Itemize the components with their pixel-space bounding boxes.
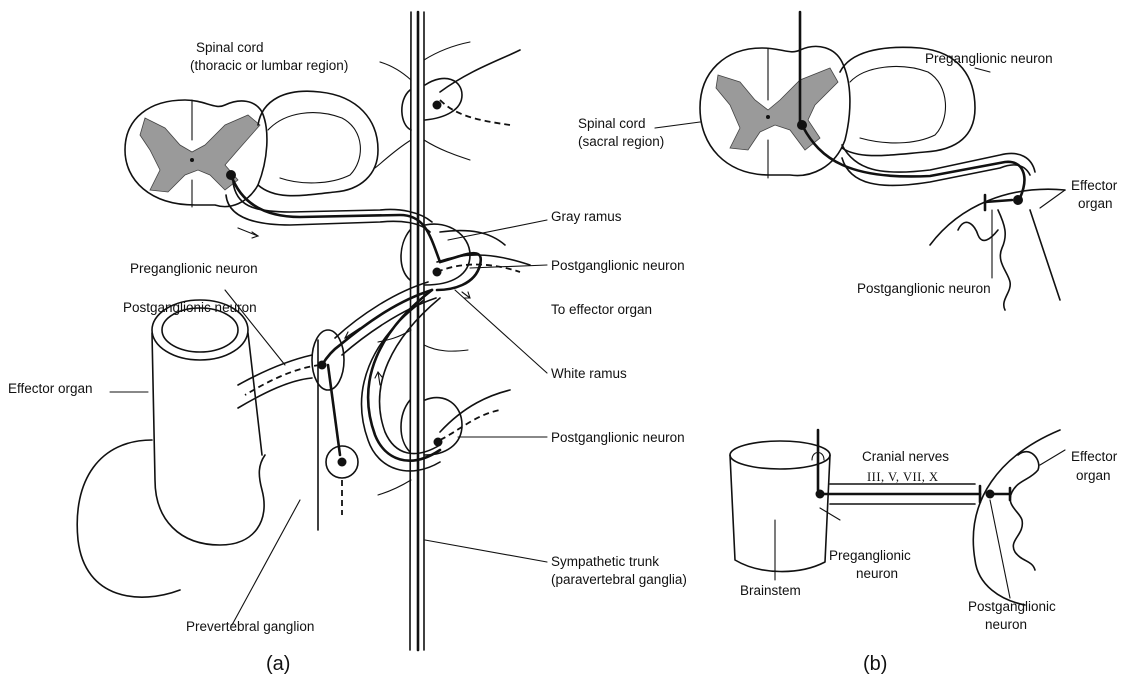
- label-preganglionic-b2-2: neuron: [856, 566, 898, 581]
- label-postganglionic-b2-2: neuron: [985, 617, 1027, 632]
- effector-organ-stomach: [77, 300, 265, 597]
- label-preganglionic-b2-1: Preganglionic: [829, 548, 911, 563]
- label-preganglionic-b: Preganglionic neuron: [925, 51, 1053, 66]
- caption-a: (a): [266, 653, 290, 675]
- label-effector-b2-1: Effector: [1071, 449, 1118, 464]
- caption-b: (b): [863, 653, 887, 675]
- label-preganglionic-a: Preganglionic neuron: [130, 261, 258, 276]
- sympathetic-trunk: [375, 12, 520, 650]
- label-sympathetic-trunk-2: (paravertebral ganglia): [551, 572, 687, 587]
- label-spinal-cord-b-2: (sacral region): [578, 134, 664, 149]
- spinal-cord-sacral: [700, 12, 975, 178]
- label-effector-b-2: organ: [1078, 196, 1113, 211]
- label-white-ramus: White ramus: [551, 366, 627, 381]
- prevertebral-ganglion: [312, 330, 358, 530]
- label-gray-ramus: Gray ramus: [551, 209, 622, 224]
- label-prevertebral-ganglion: Prevertebral ganglion: [186, 619, 314, 634]
- label-brainstem: Brainstem: [740, 583, 801, 598]
- label-postganglionic-b2-1: Postganglionic: [968, 599, 1056, 614]
- label-spinal-cord-a-1: Spinal cord: [196, 40, 264, 55]
- label-postganglionic-a-right-1: Postganglionic neuron: [551, 258, 685, 273]
- label-to-effector-organ: To effector organ: [551, 302, 652, 317]
- brainstem: [730, 430, 830, 572]
- label-postganglionic-b: Postganglionic neuron: [857, 281, 991, 296]
- label-postganglionic-a-right-2: Postganglionic neuron: [551, 430, 685, 445]
- label-spinal-cord-a-2: (thoracic or lumbar region): [190, 58, 348, 73]
- label-sympathetic-trunk-1: Sympathetic trunk: [551, 554, 659, 569]
- label-effector-b2-2: organ: [1076, 468, 1111, 483]
- panel-a: Spinal cord (thoracic or lumbar region) …: [8, 12, 687, 675]
- label-cranial-nerves-1: Cranial nerves: [862, 449, 949, 464]
- label-effector-organ-a: Effector organ: [8, 381, 93, 396]
- label-postganglionic-a-left: Postganglionic neuron: [123, 300, 257, 315]
- label-effector-b-1: Effector: [1071, 178, 1118, 193]
- label-cranial-nerves-2: III, V, VII, X: [867, 470, 939, 484]
- spinal-cord-thoracic: [125, 91, 378, 207]
- label-spinal-cord-b-1: Spinal cord: [578, 116, 646, 131]
